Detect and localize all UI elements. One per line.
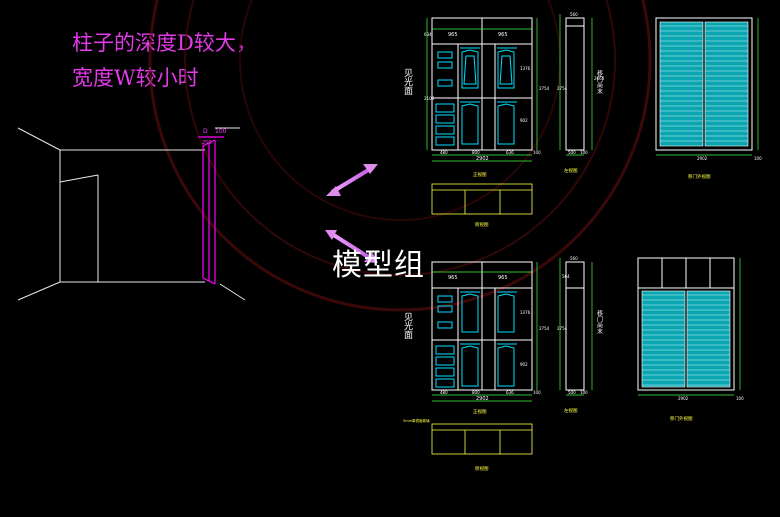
top-dim-bottom-4: 100 <box>533 150 541 155</box>
bottom-dim-right-2: 902 <box>520 362 528 367</box>
top-dim-right-total: 2754 <box>539 86 550 91</box>
top-side-dim-height: 2754 <box>557 86 568 91</box>
bottom-dim-width-left: 965 <box>448 275 458 281</box>
column-highlight <box>198 136 224 285</box>
top-dim-width-left: 965 <box>448 32 458 38</box>
top-front-view <box>426 17 538 162</box>
top-side-view-label: 左视图 <box>564 167 578 174</box>
top-door-dim-side: 100 <box>754 156 762 161</box>
top-dim-bottom-1: 480 <box>440 150 448 155</box>
top-door-view-label: 移门外视图 <box>688 173 711 180</box>
caption-line-2: 宽度W较小时 <box>72 66 199 90</box>
bottom-plan-view <box>431 423 533 455</box>
top-door-stripes <box>660 25 748 142</box>
bottom-door-stripes <box>642 294 730 386</box>
arrow-down-right <box>325 230 378 263</box>
top-plan-view-label: 俯视图 <box>475 221 489 228</box>
top-side-dim-depth: 560 <box>570 12 578 17</box>
perspective-label-dim1: 100 <box>215 128 227 135</box>
top-side-door-text: 移门尚未 <box>596 69 603 95</box>
top-side-dim-bottom-1: 500 <box>568 150 576 155</box>
top-front-view-label: 正视图 <box>473 171 487 178</box>
top-dim-left-1: 634 <box>424 32 432 37</box>
bottom-side-dim-height: 2754 <box>557 326 568 331</box>
bottom-side-dim-depth: 560 <box>570 256 578 261</box>
bottom-plan-view-label: 俯视图 <box>475 465 489 472</box>
top-dim-left-2: 2100 <box>424 96 435 101</box>
top-side-dim-bottom-2: 100 <box>580 150 588 155</box>
bottom-side-dim-top: 564 <box>562 274 570 279</box>
bottom-door-view-label: 移门外视图 <box>670 415 693 422</box>
top-dim-total-width: 2902 <box>476 156 489 162</box>
perspective-label-dim2: 250 <box>202 140 212 146</box>
bottom-side-dim-bottom-1: 500 <box>568 390 576 395</box>
bottom-dim-right-total: 2754 <box>539 326 550 331</box>
top-dim-bottom-2: 800 <box>472 150 480 155</box>
bottom-door-dim-total: 2902 <box>678 396 689 401</box>
bottom-dim-bottom-3: 636 <box>506 390 514 395</box>
bottom-front-view-label: 正视图 <box>473 408 487 415</box>
bottom-dim-total-width: 2902 <box>476 396 489 402</box>
room-perspective <box>17 127 246 301</box>
bottom-dim-bottom-1: 480 <box>440 390 448 395</box>
bottom-plan-note: 5mm厚镜面玻璃 <box>403 418 430 423</box>
arrow-up-right <box>326 164 378 196</box>
bottom-side-view <box>559 258 593 396</box>
bottom-door-dim-side: 100 <box>736 396 744 401</box>
top-door-dim-total: 2902 <box>697 156 708 161</box>
top-dim-bottom-3: 636 <box>506 150 514 155</box>
top-dim-width-right: 965 <box>498 32 508 38</box>
top-visible-face-label: 见光面 <box>402 68 413 96</box>
caption-line-1: 柱子的深度D较大， <box>72 31 257 55</box>
top-door-view <box>655 17 759 156</box>
bottom-dim-bottom-4: 100 <box>533 390 541 395</box>
top-dim-right-1: 1376 <box>520 66 531 71</box>
bottom-dim-right-1: 1376 <box>520 310 531 315</box>
top-side-view <box>559 14 593 156</box>
bottom-front-view <box>431 261 538 402</box>
bottom-dim-width-right: 965 <box>498 275 508 281</box>
bottom-door-view <box>637 257 741 396</box>
bottom-side-dim-bottom-2: 100 <box>580 390 588 395</box>
perspective-label-d: D <box>203 128 208 135</box>
bottom-visible-face-label: 见光面 <box>402 312 413 340</box>
bottom-dim-bottom-2: 800 <box>472 390 480 395</box>
top-dim-right-2: 902 <box>520 118 528 123</box>
top-side-dim-inner: 2664 <box>594 76 605 81</box>
bottom-side-view-label: 左视图 <box>564 407 578 414</box>
bottom-side-door-text: 移门尚未 <box>596 309 603 335</box>
watermark-text: 模型组 <box>332 248 425 283</box>
top-plan-view <box>431 183 533 215</box>
